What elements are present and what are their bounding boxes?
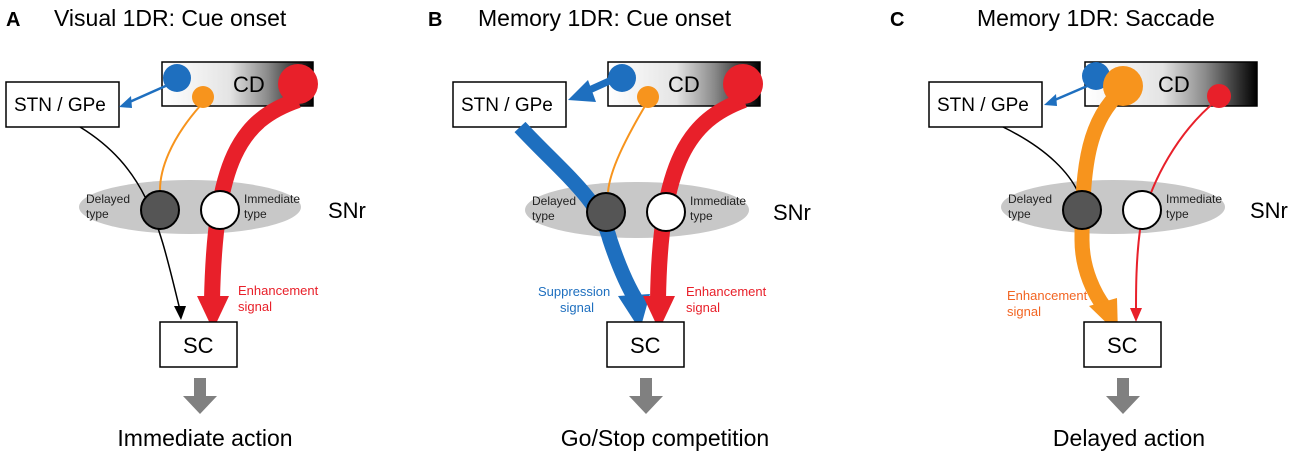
- cd-red-neuron: [723, 64, 763, 104]
- enhancement-signal-label: signal: [1007, 304, 1041, 319]
- delayed-type-label: type: [1008, 207, 1031, 221]
- red-arrowhead: [643, 296, 675, 330]
- blue-arrowhead-small: [1044, 94, 1057, 106]
- immediate-neuron: [646, 192, 686, 232]
- immediate-type-label: type: [1166, 207, 1189, 221]
- blue-arrowhead-stn: [568, 80, 596, 102]
- panel-a: A Visual 1DR: Cue onset CD STN / GPe Del…: [5, 5, 366, 451]
- sc-label: SC: [630, 333, 661, 358]
- enhancement-signal-label: signal: [686, 300, 720, 315]
- red-projection-thick: [204, 92, 301, 301]
- sc-box: [159, 321, 238, 368]
- cd-orange-neuron: [192, 86, 214, 108]
- stn-gpe-box: [5, 81, 120, 128]
- snr-region: [1001, 180, 1225, 234]
- enhancement-signal-label: Enhancement: [1007, 288, 1088, 303]
- panel-title: Visual 1DR: Cue onset: [54, 5, 287, 31]
- cd-red-neuron: [1207, 84, 1231, 108]
- stn-gpe-box: [452, 81, 567, 128]
- action-arrow: [629, 378, 663, 414]
- delayed-type-label: type: [86, 207, 109, 221]
- cd-blue-neuron: [608, 64, 636, 92]
- delayed-neuron: [140, 190, 180, 230]
- red-arrowhead: [197, 296, 229, 330]
- snr-label: SNr: [773, 200, 811, 225]
- red-arrowhead-small: [1130, 308, 1142, 322]
- delayed-type-label: Delayed: [1008, 192, 1052, 206]
- panel-title: Memory 1DR: Saccade: [977, 5, 1215, 31]
- sc-box: [606, 321, 685, 368]
- blue-arrowhead: [618, 294, 650, 330]
- stn-to-snr-path: [1002, 126, 1079, 193]
- blue-projection-thin: [124, 82, 171, 106]
- blue-projection-thin: [1049, 82, 1093, 104]
- stn-gpe-box: [928, 81, 1043, 128]
- immediate-neuron: [1122, 190, 1162, 230]
- delayed-type-label: type: [532, 209, 555, 223]
- orange-projection-thin: [159, 105, 201, 191]
- action-arrow: [183, 378, 217, 414]
- blue-arrowhead-small: [119, 96, 132, 108]
- sc-box: [1083, 321, 1162, 368]
- cd-orange-neuron: [1103, 66, 1143, 106]
- delayed-type-label: Delayed: [86, 192, 130, 206]
- stn-gpe-label: STN / GPe: [461, 95, 553, 116]
- stn-gpe-label: STN / GPe: [14, 95, 106, 116]
- cd-label: CD: [668, 72, 700, 97]
- cd-red-neuron: [278, 64, 318, 104]
- enhancement-signal-label: signal: [238, 299, 272, 314]
- red-projection-thick: [650, 92, 747, 301]
- stn-to-sc-arrowhead: [174, 306, 186, 320]
- panel-b: B Memory 1DR: Cue onset CD STN / GPe Del…: [428, 5, 811, 451]
- immediate-type-label: type: [690, 209, 713, 223]
- immediate-type-label: Immediate: [1166, 192, 1222, 206]
- immediate-neuron: [200, 190, 240, 230]
- stn-gpe-label: STN / GPe: [937, 95, 1029, 116]
- orange-projection-thin: [607, 105, 646, 193]
- immediate-type-label: Immediate: [690, 194, 746, 208]
- snr-label: SNr: [328, 198, 366, 223]
- action-label: Go/Stop competition: [561, 425, 769, 451]
- suppression-signal-label: Suppression: [538, 284, 610, 299]
- enhancement-signal-label: Enhancement: [238, 283, 319, 298]
- snr-region: [79, 180, 301, 234]
- panel-title: Memory 1DR: Cue onset: [478, 5, 732, 31]
- panel-letter: B: [428, 9, 442, 31]
- immediate-type-label: Immediate: [244, 192, 300, 206]
- delayed-neuron: [586, 192, 626, 232]
- action-label: Delayed action: [1053, 425, 1205, 451]
- cd-orange-neuron: [637, 86, 659, 108]
- suppression-signal-label: signal: [560, 300, 594, 315]
- panel-c: C Memory 1DR: Saccade CD STN / GPe Delay…: [890, 5, 1288, 451]
- cd-blue-neuron: [1082, 62, 1110, 90]
- enhancement-signal-label: Enhancement: [686, 284, 767, 299]
- snr-region: [525, 182, 749, 238]
- sc-label: SC: [1107, 333, 1138, 358]
- delayed-neuron: [1062, 190, 1102, 230]
- immediate-type-label: type: [244, 207, 267, 221]
- action-label: Immediate action: [117, 425, 292, 451]
- delayed-type-label: Delayed: [532, 194, 576, 208]
- action-arrow: [1106, 378, 1140, 414]
- cd-label: CD: [1158, 72, 1190, 97]
- panel-letter: C: [890, 9, 904, 31]
- cd-blue-neuron: [163, 64, 191, 92]
- cd-label: CD: [233, 72, 265, 97]
- snr-label: SNr: [1250, 198, 1288, 223]
- sc-label: SC: [183, 333, 214, 358]
- panel-letter: A: [6, 9, 20, 31]
